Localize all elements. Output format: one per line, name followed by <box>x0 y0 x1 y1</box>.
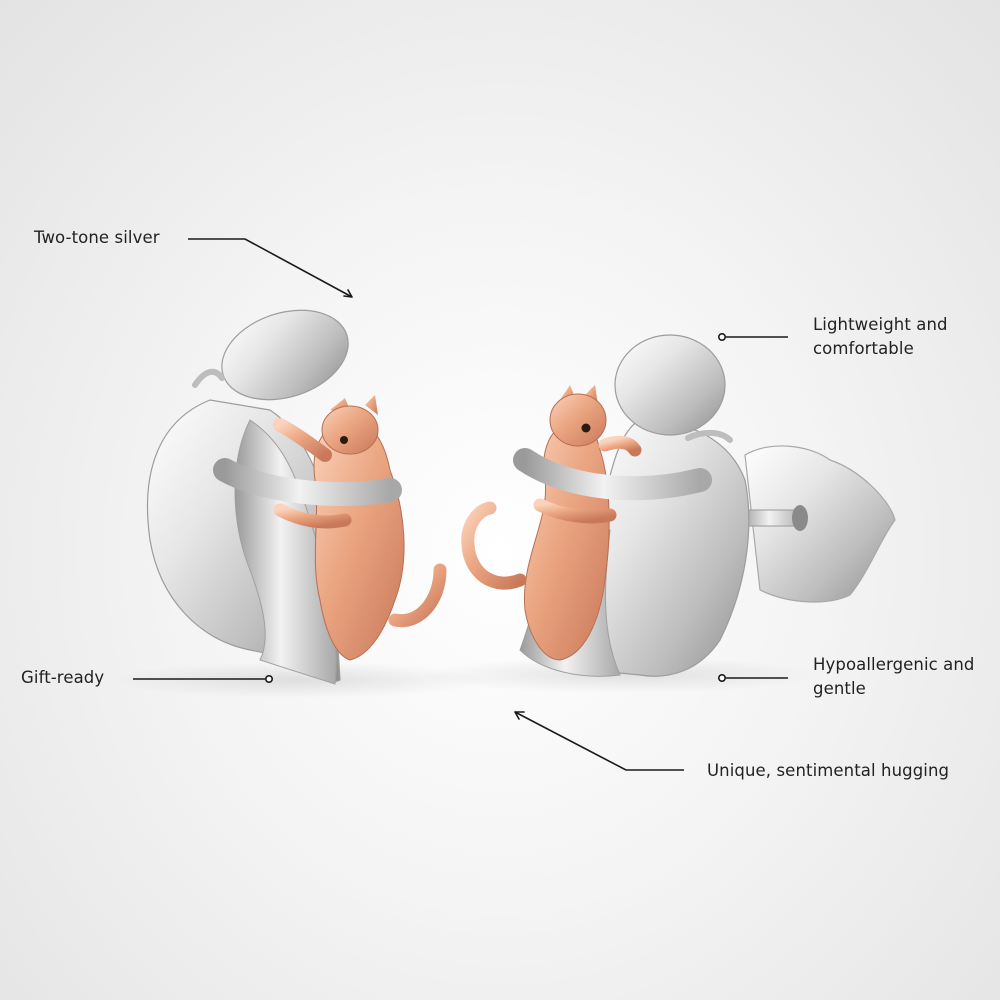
callout-hypoallergenic-line2: gentle <box>813 679 866 698</box>
callout-lightweight-line1: Lightweight and <box>813 315 948 334</box>
two-tone-callout-line <box>188 238 353 298</box>
callout-lines <box>133 238 788 771</box>
unique-arrowhead <box>514 711 525 720</box>
callout-lightweight-line2: comfortable <box>813 339 914 358</box>
hypoallergenic-callout-dot <box>717 673 726 682</box>
callout-two-tone-text: Two-tone silver <box>34 228 160 247</box>
callout-hypoallergenic: Hypoallergenic and gentle <box>813 653 975 701</box>
callout-gift-ready: Gift-ready <box>21 666 104 690</box>
callout-unique-hugging: Unique, sentimental hugging <box>707 759 949 783</box>
callout-two-tone-silver: Two-tone silver <box>34 226 160 250</box>
lightweight-callout-dot <box>717 332 726 341</box>
left-earring-shadow <box>110 662 490 698</box>
right-earring <box>461 334 896 677</box>
left-earring <box>146 309 447 685</box>
gift-callout-dot <box>264 674 273 683</box>
callout-gift-text: Gift-ready <box>21 668 105 687</box>
callout-lightweight: Lightweight and comfortable <box>813 313 948 361</box>
two-tone-arrowhead <box>343 289 353 298</box>
unique-callout-line <box>514 711 684 771</box>
callout-unique-text: Unique, sentimental hugging <box>707 761 950 780</box>
callout-hypoallergenic-line1: Hypoallergenic and <box>813 655 975 674</box>
